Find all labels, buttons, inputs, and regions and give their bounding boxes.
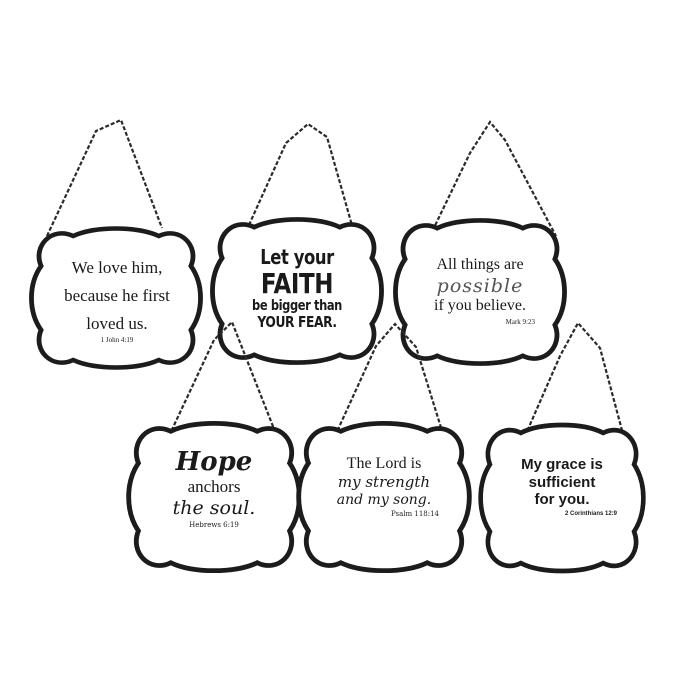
chain-6 bbox=[523, 321, 625, 437]
sign-1-line-1: We love him, bbox=[71, 258, 163, 277]
sign-2-line-3: be bigger than bbox=[252, 297, 342, 314]
sign-2-line-1: Let your bbox=[260, 245, 334, 269]
sign-5-line-1: The Lord is bbox=[346, 455, 422, 472]
sign-4-line-2: anchors bbox=[187, 477, 241, 496]
sign-plaque-1 bbox=[31, 118, 200, 368]
sign-3-line-1: All things are bbox=[436, 256, 524, 273]
sign-6-line-1: My grace is bbox=[521, 456, 603, 473]
sign-2-line-2: FAITH bbox=[260, 266, 334, 300]
sign-6-line-2: sufficient bbox=[528, 473, 596, 491]
chain-3 bbox=[429, 120, 557, 237]
sign-5-reference: Psalm 118:14 bbox=[390, 510, 439, 519]
sign-5-line-2: my strength bbox=[337, 472, 431, 491]
sign-text-6: My grace is sufficient for you. 2 Corint… bbox=[497, 456, 627, 518]
sign-plaque-5 bbox=[299, 322, 470, 571]
sign-2-line-4: YOUR FEAR. bbox=[257, 313, 337, 332]
sign-1-line-2: because he first bbox=[64, 286, 170, 306]
sign-6-reference: 2 Corinthians 12:9 bbox=[564, 511, 617, 518]
sign-5-line-3: and my song. bbox=[336, 491, 432, 508]
sign-text-4: Hope anchors the soul. Hebrews 6:19 bbox=[149, 449, 279, 530]
sign-4-line-1: Hope bbox=[175, 447, 253, 477]
chain-1 bbox=[46, 118, 164, 237]
sign-text-1: We love him, because he first loved us. … bbox=[52, 258, 182, 344]
sign-3-reference: Mark 9:23 bbox=[505, 318, 535, 327]
chain-5 bbox=[333, 322, 445, 437]
sign-3-line-3: if you believe. bbox=[434, 297, 526, 315]
sign-1-reference: 1 John 4:19 bbox=[100, 336, 134, 345]
sign-plaque-3 bbox=[395, 120, 564, 364]
chain-2 bbox=[242, 122, 357, 237]
sign-plaque-6 bbox=[481, 321, 644, 571]
sign-1-line-3: loved us. bbox=[86, 314, 148, 334]
sign-3-line-2: possible bbox=[436, 274, 524, 297]
sign-text-2: Let your FAITH be bigger than YOUR FEAR. bbox=[232, 245, 362, 332]
sign-text-3: All things are possible if you believe. … bbox=[415, 256, 545, 326]
sign-plaque-2 bbox=[212, 122, 381, 363]
sign-6-line-3: for you. bbox=[534, 491, 590, 509]
sign-4-line-3: the soul. bbox=[172, 497, 256, 520]
sign-text-5: The Lord is my strength and my song. Psa… bbox=[319, 455, 449, 518]
sign-4-reference: Hebrews 6:19 bbox=[189, 521, 239, 530]
